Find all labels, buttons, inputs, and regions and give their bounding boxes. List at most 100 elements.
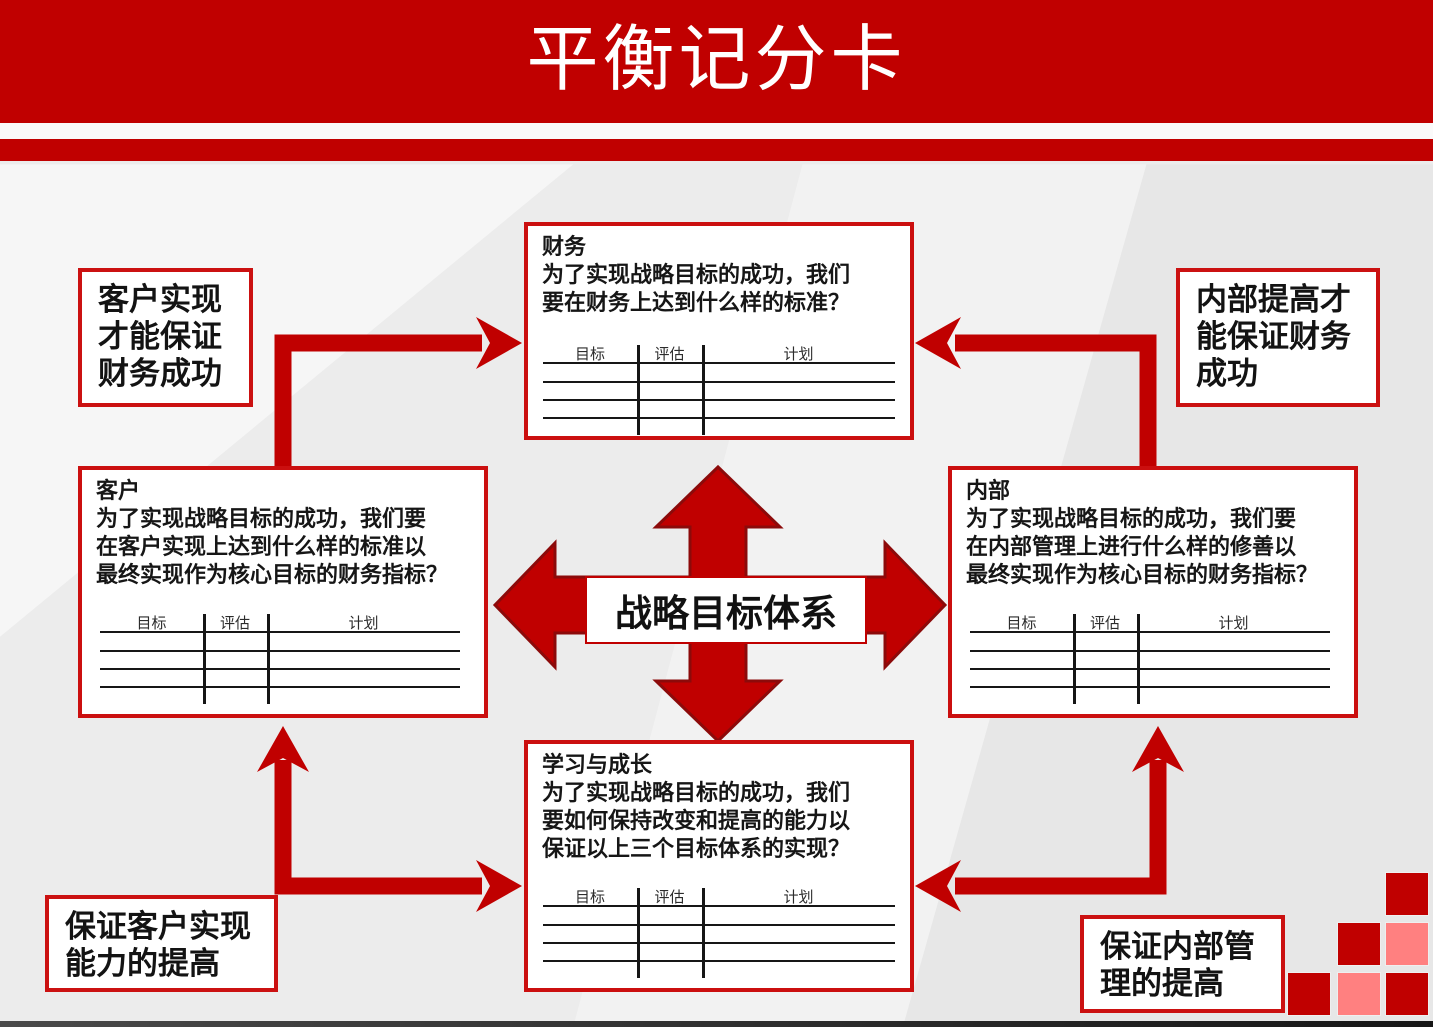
internal-box: 内部 为了实现战略目标的成功，我们要 在内部管理上进行什么样的修善以 最终实现作… xyxy=(948,466,1358,718)
arrowhead-left-icon xyxy=(915,317,961,369)
elbow-learning-internal xyxy=(955,760,1167,895)
table-header-row: 目标 评估 计划 xyxy=(543,886,895,907)
table-header-evaluate: 评估 xyxy=(654,345,685,363)
label-line: 能保证财务 xyxy=(1196,319,1351,355)
table-header-goal: 目标 xyxy=(574,888,605,906)
table-rule xyxy=(100,668,460,670)
finance-table: 目标 评估 计划 xyxy=(543,343,895,435)
table-rule xyxy=(637,345,640,435)
table-header-row: 目标 评估 计划 xyxy=(543,343,895,364)
decor-square xyxy=(1287,972,1331,1016)
customer-box-text: 最终实现作为核心目标的财务指标？ xyxy=(96,563,449,588)
label-customer-ensures-finance: 客户实现 才能保证 财务成功 xyxy=(78,268,253,407)
table-rule xyxy=(702,888,705,978)
label-ensure-internal-management: 保证内部管 理的提高 xyxy=(1080,915,1285,1013)
arrowhead-up-icon xyxy=(257,726,309,772)
finance-box-title: 财务 xyxy=(542,235,587,260)
table-rule xyxy=(970,686,1330,688)
table-header-plan: 计划 xyxy=(1218,614,1249,632)
header-divider-white xyxy=(0,123,1433,139)
table-rule xyxy=(543,381,895,383)
customer-box-title: 客户 xyxy=(96,479,141,504)
center-label-text: 战略目标体系 xyxy=(615,592,837,635)
elbow-customer-to-finance xyxy=(274,334,482,466)
label-internal-ensures-finance: 内部提高才 能保证财务 成功 xyxy=(1176,268,1380,407)
decor-square xyxy=(1337,922,1381,966)
learning-box-text: 要如何保持改变和提高的能力以 xyxy=(542,809,851,834)
arrowhead-right-icon xyxy=(476,317,522,369)
internal-box-text: 最终实现作为核心目标的财务指标？ xyxy=(966,563,1319,588)
table-header-plan: 计划 xyxy=(783,888,814,906)
internal-table: 目标 评估 计划 xyxy=(970,612,1330,704)
table-rule xyxy=(1137,614,1140,704)
table-rule xyxy=(1073,614,1076,704)
customer-table: 目标 评估 计划 xyxy=(100,612,460,704)
internal-box-text: 在内部管理上进行什么样的修善以 xyxy=(966,535,1297,560)
table-rule xyxy=(543,960,895,962)
decor-square xyxy=(1385,972,1429,1016)
internal-box-title: 内部 xyxy=(966,479,1011,504)
table-header-row: 目标 评估 计划 xyxy=(100,612,460,633)
label-line: 内部提高才 xyxy=(1196,282,1351,318)
table-header-goal: 目标 xyxy=(574,345,605,363)
table-header-evaluate: 评估 xyxy=(654,888,685,906)
label-ensure-customer-ability: 保证客户实现 能力的提高 xyxy=(45,895,278,992)
table-rule xyxy=(100,650,460,652)
elbow-internal-to-finance xyxy=(955,334,1157,466)
table-rule xyxy=(543,924,895,926)
arrowhead-right-icon xyxy=(476,860,522,912)
header-divider-red xyxy=(0,139,1433,161)
table-rule xyxy=(203,614,206,704)
finance-box: 财务 为了实现战略目标的成功，我们 要在财务上达到什么样的标准？ 目标 评估 计… xyxy=(524,222,914,440)
table-rule xyxy=(267,614,270,704)
table-rule xyxy=(543,905,895,907)
table-header-goal: 目标 xyxy=(136,614,167,632)
finance-box-text: 要在财务上达到什么样的标准？ xyxy=(542,291,851,316)
table-rule xyxy=(970,650,1330,652)
decor-square xyxy=(1337,972,1381,1016)
decor-square xyxy=(1385,872,1429,916)
strategic-goal-system-label: 战略目标体系 xyxy=(585,576,867,644)
label-line: 财务成功 xyxy=(98,356,222,392)
table-rule xyxy=(100,686,460,688)
learning-box-title: 学习与成长 xyxy=(542,753,653,778)
table-rule xyxy=(970,668,1330,670)
table-header-goal: 目标 xyxy=(1006,614,1037,632)
table-rule xyxy=(543,399,895,401)
bottom-edge-bar xyxy=(0,1021,1433,1027)
table-header-plan: 计划 xyxy=(783,345,814,363)
finance-box-text: 为了实现战略目标的成功，我们 xyxy=(542,263,851,288)
table-header-plan: 计划 xyxy=(348,614,379,632)
label-line: 理的提高 xyxy=(1100,966,1224,1002)
learning-box: 学习与成长 为了实现战略目标的成功，我们 要如何保持改变和提高的能力以 保证以上… xyxy=(524,740,914,992)
table-rule xyxy=(543,362,895,364)
label-line: 才能保证 xyxy=(98,319,222,355)
table-rule xyxy=(702,345,705,435)
label-line: 成功 xyxy=(1196,356,1258,392)
label-line: 保证客户实现 xyxy=(65,909,251,945)
page-title: 平衡记分卡 xyxy=(526,17,907,101)
table-rule xyxy=(543,417,895,419)
label-line: 保证内部管 xyxy=(1100,929,1255,965)
learning-box-text: 保证以上三个目标体系的实现？ xyxy=(542,837,851,862)
table-rule xyxy=(100,631,460,633)
table-header-row: 目标 评估 计划 xyxy=(970,612,1330,633)
decor-square xyxy=(1385,922,1429,966)
elbow-learning-customer xyxy=(274,760,482,895)
learning-box-text: 为了实现战略目标的成功，我们 xyxy=(542,781,851,806)
customer-box-text: 在客户实现上达到什么样的标准以 xyxy=(96,535,427,560)
customer-box-text: 为了实现战略目标的成功，我们要 xyxy=(96,507,427,532)
customer-box: 客户 为了实现战略目标的成功，我们要 在客户实现上达到什么样的标准以 最终实现作… xyxy=(78,466,488,718)
internal-box-text: 为了实现战略目标的成功，我们要 xyxy=(966,507,1297,532)
table-header-evaluate: 评估 xyxy=(1089,614,1120,632)
table-header-evaluate: 评估 xyxy=(219,614,250,632)
arrowhead-up-icon xyxy=(1132,726,1184,772)
learning-table: 目标 评估 计划 xyxy=(543,886,895,978)
title-banner: 平衡记分卡 xyxy=(0,0,1433,123)
table-rule xyxy=(543,942,895,944)
arrowhead-left-icon xyxy=(915,860,961,912)
label-line: 客户实现 xyxy=(98,282,222,318)
table-rule xyxy=(637,888,640,978)
table-rule xyxy=(970,631,1330,633)
